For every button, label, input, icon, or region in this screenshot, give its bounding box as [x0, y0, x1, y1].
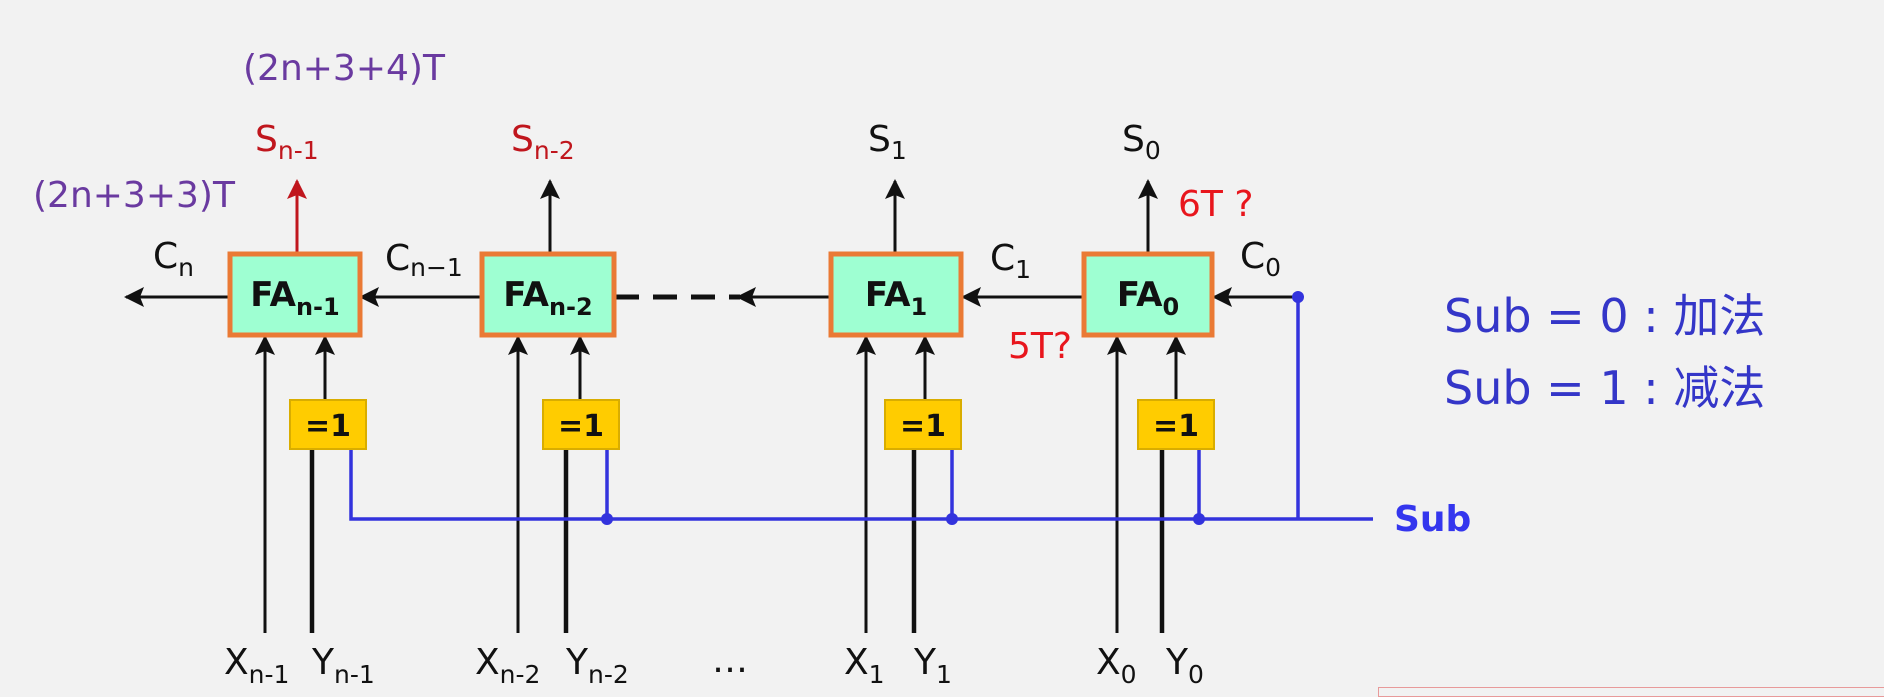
x-label-n2: Xn-2 — [475, 642, 540, 689]
xor-label: =1 — [305, 409, 351, 444]
x-label-0: X0 — [1096, 642, 1137, 689]
fa-subscript: 1 — [910, 293, 927, 321]
carry-label-cn: Cn — [153, 236, 194, 282]
sum-label-n1: Sn-1 — [255, 119, 319, 165]
y-label-1: Y1 — [913, 642, 952, 689]
junction-dot — [601, 513, 613, 525]
full-adder-1: FA1 — [828, 251, 964, 338]
delay-annotation-c1: 5T? — [1008, 326, 1072, 367]
carry-label-cn1: Cn−1 — [385, 238, 463, 282]
fa-subscript: 0 — [1162, 293, 1179, 321]
svg-text:FA0: FA0 — [1117, 275, 1179, 321]
xor-label: =1 — [558, 409, 604, 444]
svg-text:FAn-2: FAn-2 — [503, 275, 592, 321]
fa-label: FA — [503, 275, 549, 315]
xor-gate-1: =1 — [884, 399, 962, 450]
legend-line-sub: Sub = 1 : 减法 — [1444, 361, 1765, 415]
sum-label-1: S1 — [868, 119, 907, 165]
fa-subscript: n-1 — [296, 293, 340, 321]
junction-dot — [1193, 513, 1205, 525]
sum-label-0: S0 — [1122, 119, 1161, 165]
x-label-1: X1 — [844, 642, 885, 689]
xor-gate-n2: =1 — [542, 399, 620, 450]
sum-label-n2: Sn-2 — [511, 119, 575, 165]
junction-dot — [1292, 291, 1304, 303]
frame-edge — [1378, 687, 1884, 697]
delay-annotation-s0: 6T ? — [1178, 184, 1253, 225]
full-adder-0: FA0 — [1081, 251, 1215, 338]
fa-label: FA — [865, 275, 911, 315]
carry-label-c0: C0 — [1240, 236, 1281, 282]
xor-gate-0: =1 — [1137, 399, 1215, 450]
svg-text:FAn-1: FAn-1 — [250, 275, 339, 321]
fa-label: FA — [250, 275, 296, 315]
y-label-0: Y0 — [1165, 642, 1204, 689]
sub-signal-label: Sub — [1394, 499, 1471, 540]
xor-label: =1 — [1153, 409, 1199, 444]
fa-label: FA — [1117, 275, 1163, 315]
carry-label-c1: C1 — [990, 238, 1031, 284]
ellipsis: … — [712, 640, 748, 681]
delay-annotation-top: (2n+3+4)T — [243, 48, 446, 89]
sub-bus-wire — [349, 450, 1373, 521]
junction-dot — [946, 513, 958, 525]
xor-gate-n1: =1 — [289, 399, 367, 450]
fa-subscript: n-2 — [549, 293, 593, 321]
y-label-n2: Yn-2 — [565, 642, 629, 689]
x-label-n1: Xn-1 — [224, 642, 289, 689]
xor-label: =1 — [900, 409, 946, 444]
full-adder-n2: FAn-2 — [479, 251, 617, 338]
delay-annotation-left: (2n+3+3)T — [33, 175, 236, 216]
full-adder-n1: FAn-1 — [227, 251, 363, 338]
svg-text:FA1: FA1 — [865, 275, 927, 321]
y-label-n1: Yn-1 — [311, 642, 375, 689]
legend-line-add: Sub = 0 : 加法 — [1444, 289, 1765, 343]
